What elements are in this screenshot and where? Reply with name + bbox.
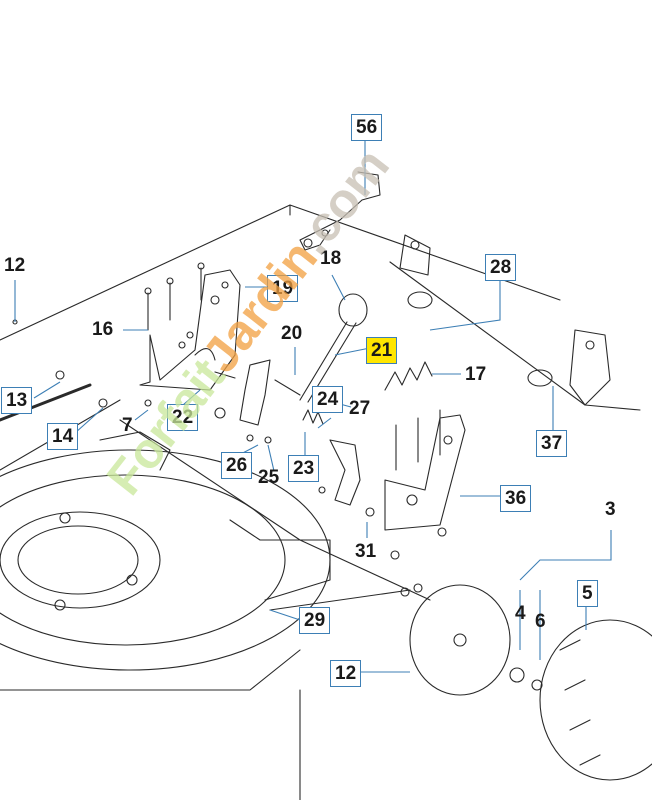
label-7: 7 xyxy=(122,415,133,436)
label-23: 23 xyxy=(288,455,320,482)
label-31: 31 xyxy=(355,541,377,562)
label-4: 4 xyxy=(515,603,526,624)
part-19-bracket xyxy=(139,269,241,391)
label-56: 56 xyxy=(351,114,383,141)
label-12-bottom: 12 xyxy=(330,660,362,687)
label-14: 14 xyxy=(47,423,79,450)
label-28: 28 xyxy=(485,254,517,281)
label-18: 18 xyxy=(320,248,342,269)
label-29: 29 xyxy=(299,607,331,634)
part-27-bracket xyxy=(329,439,361,506)
label-6: 6 xyxy=(535,611,546,632)
label-25: 25 xyxy=(258,467,280,488)
label-27: 27 xyxy=(349,398,371,419)
label-13: 13 xyxy=(1,387,33,414)
cutter-housing xyxy=(0,449,331,671)
label-16: 16 xyxy=(92,319,114,340)
label-20: 20 xyxy=(281,323,303,344)
part-24-spring xyxy=(302,409,324,425)
label-19: 19 xyxy=(267,275,299,302)
label-3: 3 xyxy=(605,499,616,520)
label-26: 26 xyxy=(221,452,253,479)
part-5-wheel xyxy=(539,619,652,781)
part-3-wheel-hub xyxy=(409,584,511,696)
label-17: 17 xyxy=(465,364,487,385)
label-24: 24 xyxy=(312,386,344,413)
label-5: 5 xyxy=(577,580,598,607)
label-36: 36 xyxy=(500,485,532,512)
part-18-knob xyxy=(338,293,368,327)
label-21-highlighted: 21 xyxy=(366,337,398,364)
part-56-lever xyxy=(299,171,381,251)
part-20-link xyxy=(239,359,271,426)
part-17-spring xyxy=(384,361,433,391)
label-22: 22 xyxy=(167,404,199,431)
part-36-bracket xyxy=(384,414,466,531)
label-37: 37 xyxy=(536,430,568,457)
label-12-top: 12 xyxy=(4,255,26,276)
